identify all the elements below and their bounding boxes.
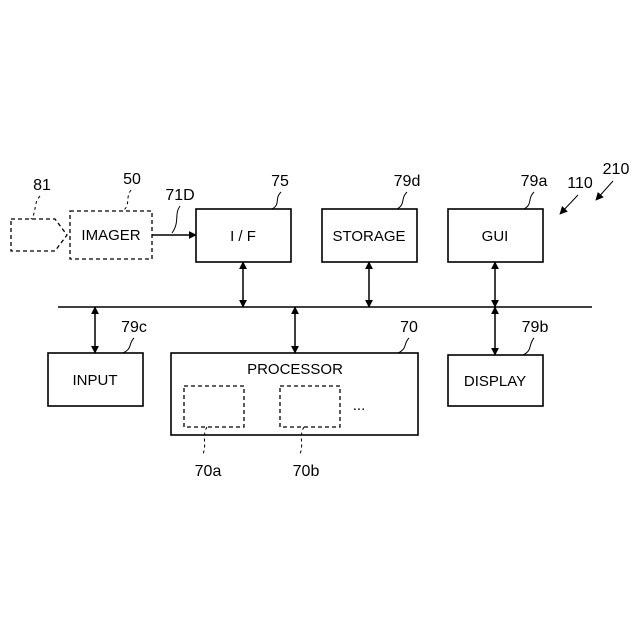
leader-camera	[31, 196, 40, 219]
ref-camera: 81	[33, 177, 51, 194]
leader-processor	[398, 338, 409, 353]
leader-display	[523, 338, 534, 355]
leader-system	[560, 195, 578, 214]
leader-input	[123, 338, 134, 353]
ref-display: 79b	[522, 319, 549, 336]
ref-unit-b: 70b	[293, 463, 320, 480]
processor-label: PROCESSOR	[247, 361, 343, 378]
ref-system: 110	[567, 175, 593, 192]
processor-unit-a	[184, 386, 244, 427]
interface-label: I / F	[230, 228, 256, 245]
ref-imager: 50	[123, 171, 141, 188]
ref-interface: 75	[271, 173, 289, 190]
gui-label: GUI	[482, 228, 509, 245]
leader-gui	[524, 192, 534, 209]
ref-gui: 79a	[521, 173, 548, 190]
imager-label: IMAGER	[81, 227, 140, 244]
leader-storage	[397, 192, 407, 209]
ref-signal: 71D	[165, 187, 194, 204]
input-label: INPUT	[73, 372, 118, 389]
ref-input: 79c	[121, 319, 147, 336]
leader-device	[596, 181, 613, 200]
ref-storage: 79d	[394, 173, 421, 190]
storage-label: STORAGE	[332, 228, 405, 245]
leader-imager	[123, 190, 131, 211]
leader-signal	[172, 206, 180, 233]
ref-processor: 70	[400, 319, 418, 336]
camera-shape	[11, 219, 67, 251]
ref-unit-a: 70a	[195, 463, 222, 480]
display-label: DISPLAY	[464, 373, 526, 390]
processor-more-units: ...	[353, 397, 366, 414]
ref-device: 210	[603, 161, 630, 178]
leader-interface	[272, 192, 281, 209]
processor-unit-b	[280, 386, 340, 427]
